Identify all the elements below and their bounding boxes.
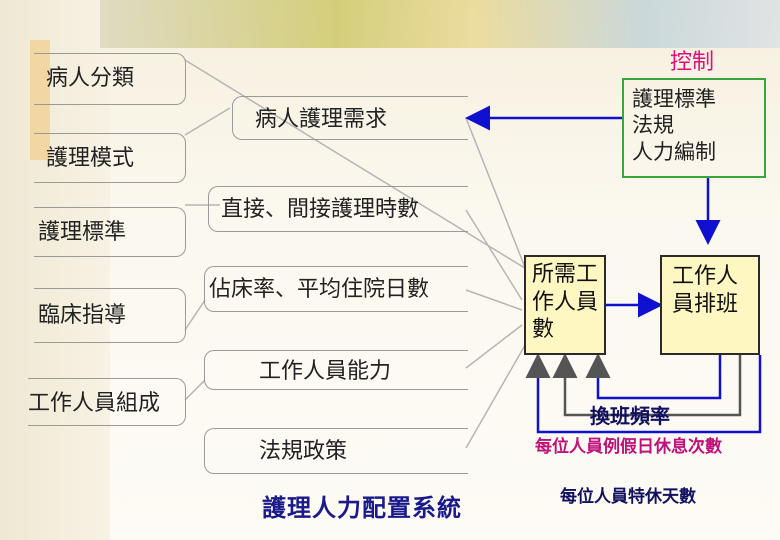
control-line: 人力編制 <box>632 139 716 164</box>
schedule-line: 員排班 <box>672 291 739 317</box>
left-box-staff-composition: 工作人員組成 <box>28 378 186 426</box>
middle-box-staff-ability: 工作人員能力 <box>204 350 468 390</box>
gray-connectors <box>184 59 529 449</box>
schedule-box: 工作人 員排班 <box>660 255 760 355</box>
left-box-label: 護理標準 <box>38 220 127 245</box>
middle-box-label: 工作人員能力 <box>259 359 392 384</box>
staff-needed-line: 作人員 <box>532 289 599 315</box>
left-box-clinical-guidance: 臨床指導 <box>34 288 186 343</box>
left-box-nursing-standard: 護理標準 <box>34 207 186 257</box>
middle-box-regulations: 法規政策 <box>204 428 468 474</box>
control-label: 控制 <box>670 50 715 75</box>
holiday-label: 每位人員例假日休息次數 <box>535 437 722 457</box>
middle-box-label: 法規政策 <box>259 439 348 464</box>
left-box-patient-classification: 病人分類 <box>34 53 186 105</box>
left-box-label: 病人分類 <box>46 66 135 91</box>
middle-box-occupancy: 佔床率、平均住院日數 <box>204 266 468 312</box>
left-box-nursing-model: 護理模式 <box>34 133 186 183</box>
left-box-label: 臨床指導 <box>38 303 127 328</box>
control-line: 護理標準 <box>632 87 716 111</box>
middle-box-care-hours: 直接、間接護理時數 <box>208 186 468 232</box>
left-box-label: 工作人員組成 <box>28 391 161 416</box>
staff-needed-line: 所需工 <box>532 262 599 287</box>
left-box-label: 護理模式 <box>46 146 135 171</box>
decorative-top-band <box>100 0 780 48</box>
control-box: 護理標準 法規 人力編制 <box>622 78 766 178</box>
system-title: 護理人力配置系統 <box>262 494 462 522</box>
special-leave-label: 每位人員特休天數 <box>560 487 696 507</box>
schedule-line: 工作人 <box>672 264 739 289</box>
control-line: 法規 <box>632 113 674 138</box>
shift-frequency-label: 換班頻率 <box>590 404 670 428</box>
middle-box-label: 佔床率、平均住院日數 <box>209 277 430 302</box>
staff-needed-line: 數 <box>532 317 555 342</box>
middle-box-patient-needs: 病人護理需求 <box>232 96 468 140</box>
decorative-left-panel <box>0 0 110 540</box>
staff-needed-box: 所需工 作人員 數 <box>524 255 606 355</box>
middle-box-label: 病人護理需求 <box>255 107 388 132</box>
middle-box-label: 直接、間接護理時數 <box>221 197 420 222</box>
